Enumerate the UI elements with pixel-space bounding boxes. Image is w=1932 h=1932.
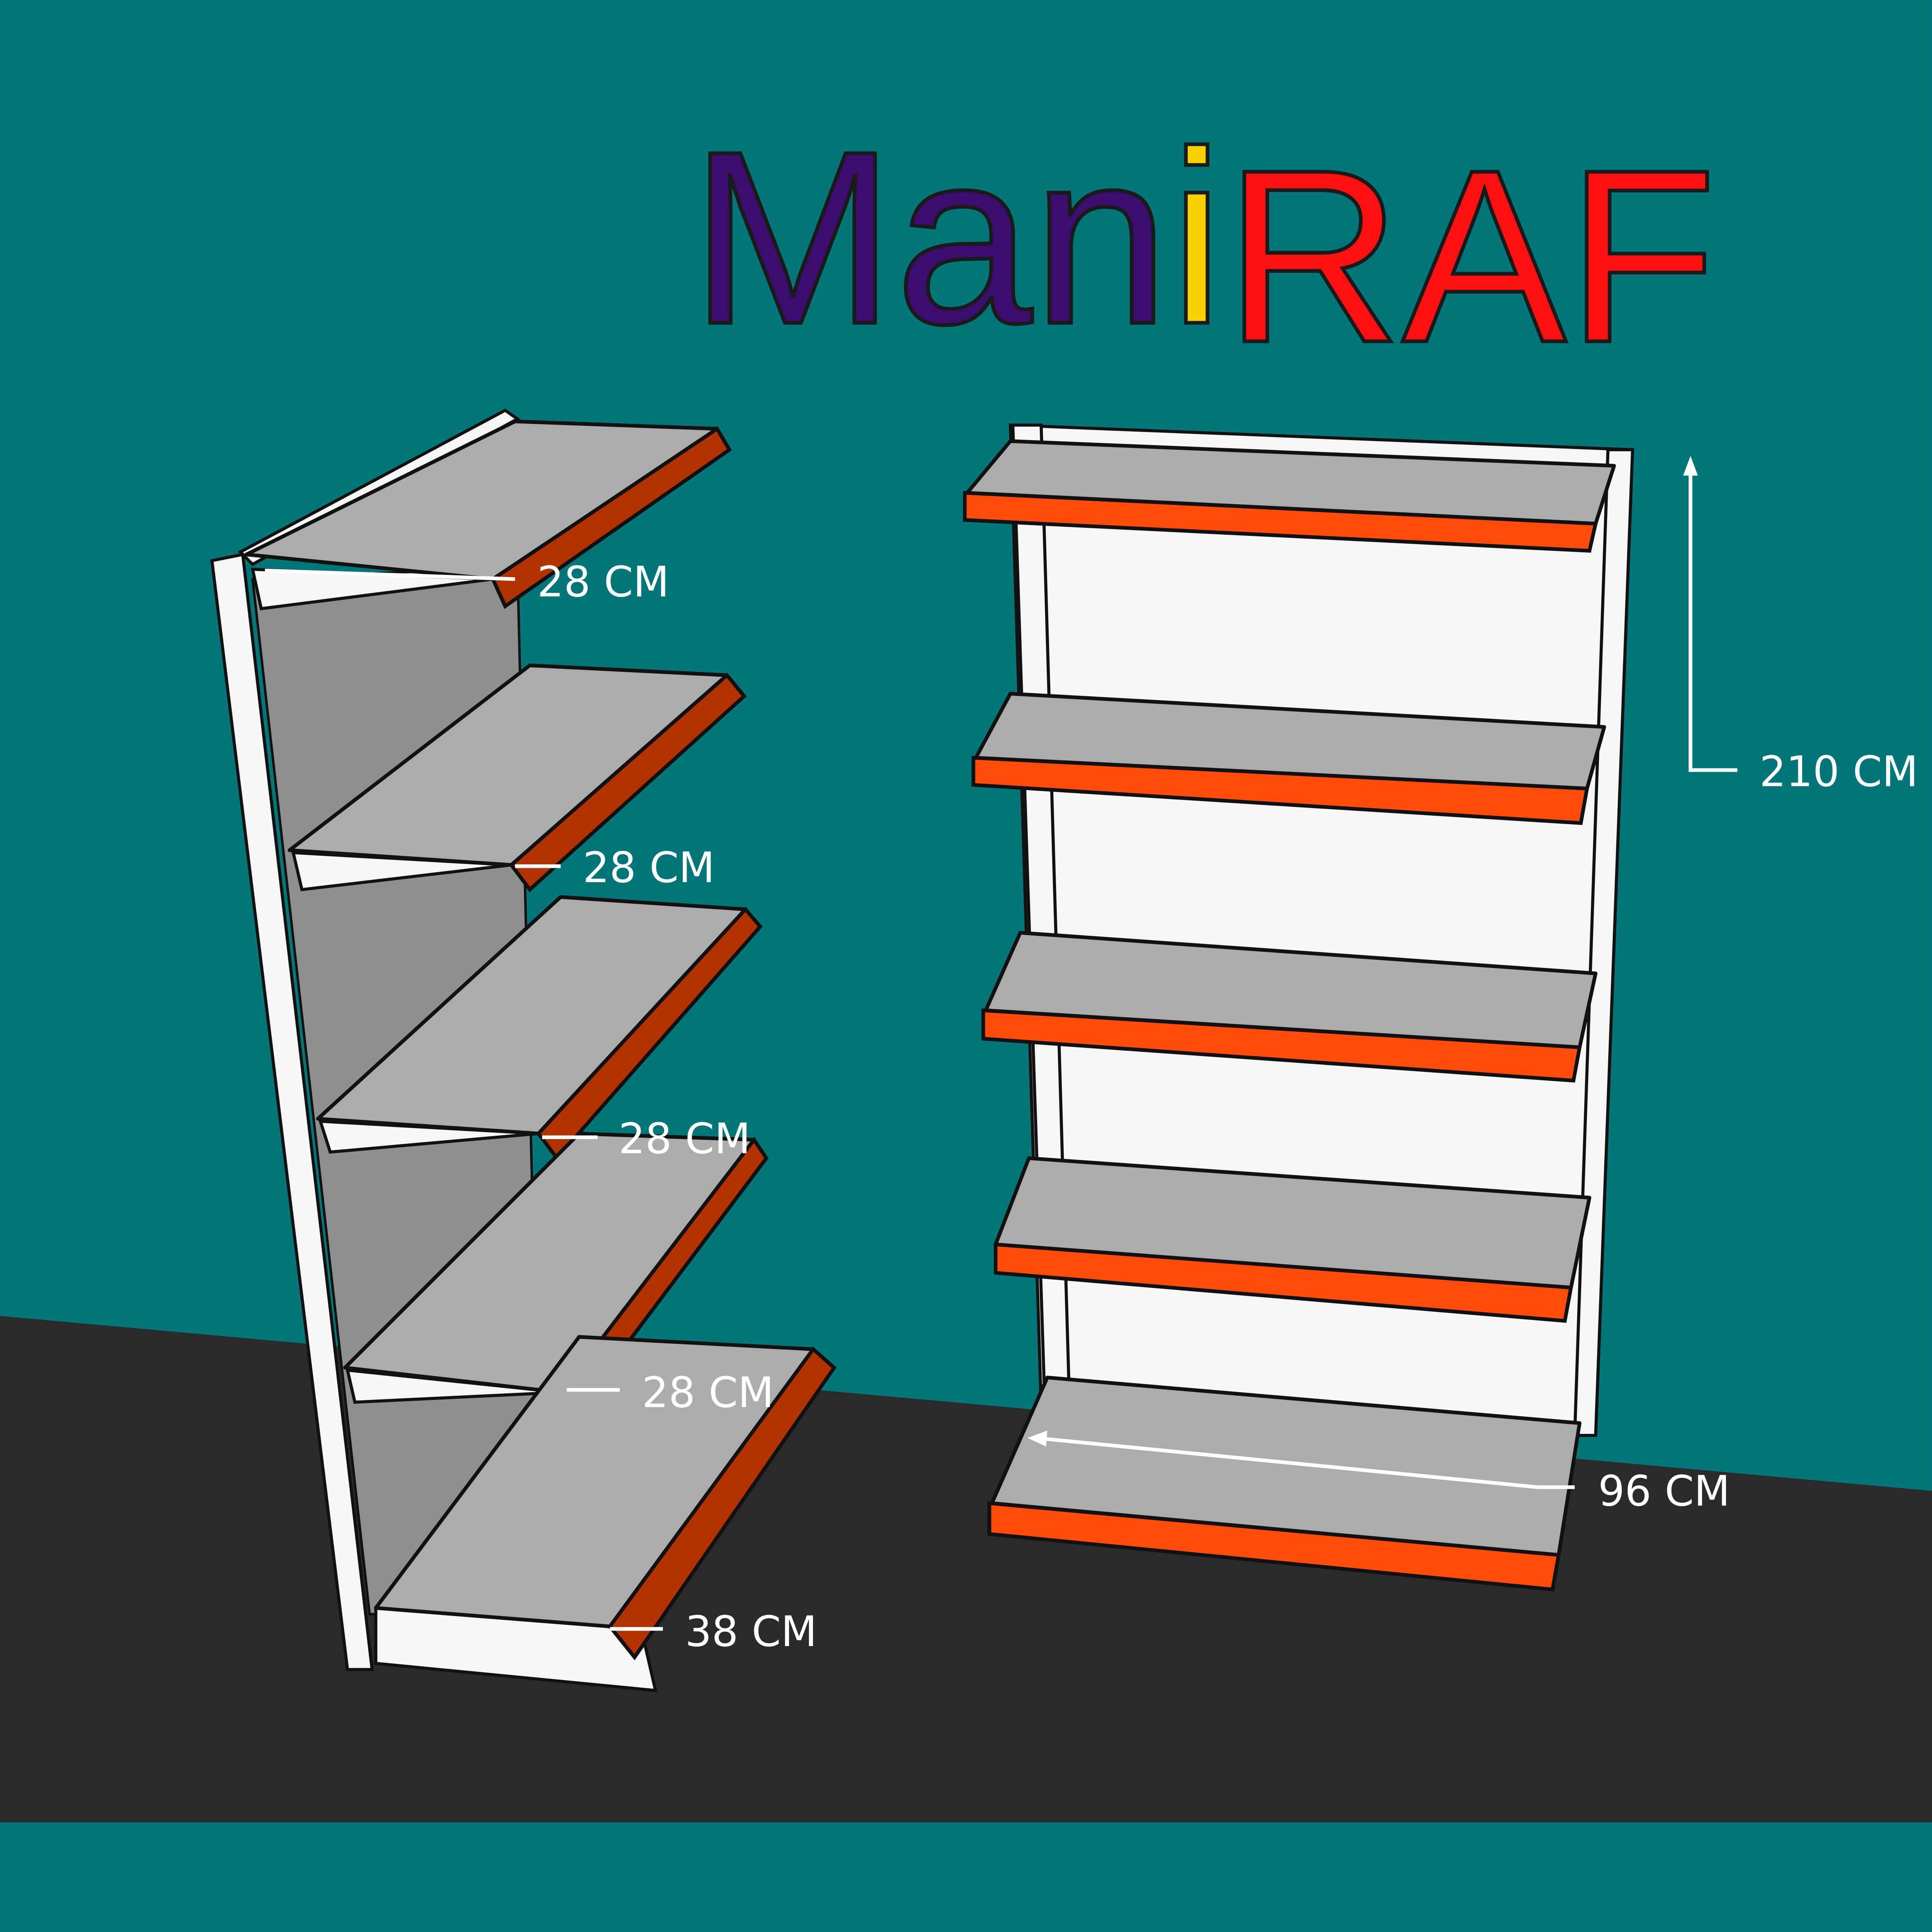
logo-i: i [1169,100,1224,375]
shelf-front [993,1242,1573,1323]
shelf-depth-label: 28 CM [642,1368,774,1417]
shelf-depth-label: 28 CM [537,557,669,606]
dimension-line [265,568,515,581]
height-label: 210 CM [1760,747,1918,796]
shelf-front [963,491,1598,553]
right-shelving-unit: 210 CM 96 CM [963,423,1918,1592]
logo-raf: RAF [1224,119,1717,394]
shelving-diagram: ManiRAF 28 CM 28 CM 28 CM 28 CM 38 CM [0,98,1932,1823]
shelf-front [509,672,747,893]
arrow-up-icon [1683,456,1698,476]
left-shelving-unit: 28 CM 28 CM 28 CM 28 CM 38 CM [210,408,837,1692]
width-dimension-line [1035,1436,1575,1489]
shelf-front [987,1501,1561,1592]
shelf-front [971,756,1589,825]
logo: ManiRAF [690,100,1717,394]
shelf-front [607,1346,837,1660]
base-depth-label: 38 CM [685,1607,817,1656]
post [210,553,374,1671]
shelf-front [536,906,763,1162]
shelf-depth-label: 28 CM [583,843,715,892]
width-label: 96 CM [1598,1467,1730,1516]
shelf-depth-label: 28 CM [619,1114,751,1163]
arrow-left-icon [1027,1430,1048,1447]
right-post [1573,448,1634,1437]
shelf-front [490,426,732,609]
shelf-front [981,1008,1582,1083]
logo-man: Man [690,100,1170,375]
height-dimension-line [1689,468,1738,772]
